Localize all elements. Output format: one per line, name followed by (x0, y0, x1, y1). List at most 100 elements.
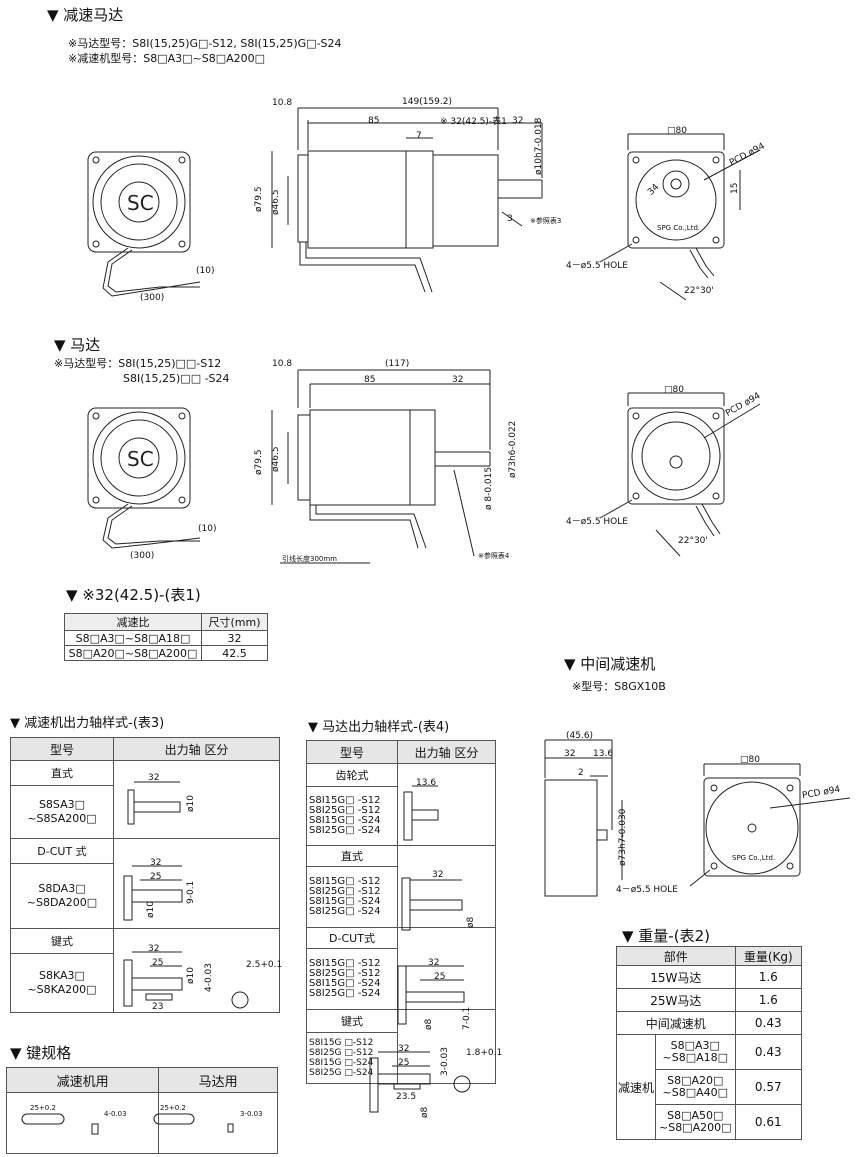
model: ~S8KA200□ (27, 983, 97, 996)
shaft-diagram-key-motor (397, 1009, 496, 1084)
t4-key-3: 3-0.03 (440, 1046, 450, 1076)
t4-dcut-25: 25 (434, 972, 446, 982)
t3-dcut-32: 32 (150, 858, 162, 868)
dim-angle: 22°30' (684, 286, 714, 296)
model: S8I25G□ -S24 (309, 988, 381, 999)
t3-key-4: 4-0.03 (204, 962, 214, 992)
model: S8I25G □-S12 (309, 1048, 374, 1058)
table3-models: S8KA3□~S8KA200□ (10, 953, 114, 1013)
section-title-intermediate: ▼ 中间减速机 (564, 655, 656, 673)
model: S8I15G□ -S12 (309, 795, 381, 806)
mid-dim-square: □80 (740, 755, 760, 765)
model: S8KA3□ (39, 969, 85, 982)
t3-key-2-5: 2.5+0.1 (246, 960, 283, 970)
shaft-diagram-dcut-motor (397, 927, 496, 1010)
dim-shaft-dia: ø10h7-0.018 (534, 117, 544, 175)
table-row: 键式 (306, 1009, 496, 1084)
brand-label: SPG Co.,Ltd. (657, 224, 701, 232)
motor-lead-10: (10) (198, 524, 217, 534)
motor-dim-shaft-2: ø73h6-0.022 (508, 420, 518, 478)
weight-part: 15W马达 (616, 965, 736, 989)
motor-dim-dia-79-5: ø79.5 (254, 449, 264, 475)
model: S8I15G□ -S24 (309, 896, 381, 907)
motor-dim-holes: 4－ø5.5 HOLE (566, 517, 628, 527)
mid-dim-pcd: PCD ø94 (801, 784, 842, 802)
t3-dim-10: ø10 (186, 795, 196, 812)
t4-dcut-7: 7-0.1 (462, 1006, 472, 1030)
key-spec-header: 减速机用 (5, 1067, 160, 1093)
t3-dim-32: 32 (148, 773, 160, 783)
weight-value: 1.6 (734, 965, 803, 989)
dim-lead-10: (10) (196, 266, 215, 276)
mid-dim-2: 2 (578, 768, 584, 778)
table-row: S8DA3□~S8DA200□ (10, 863, 280, 929)
table1-title: ▼ ※32(42.5)-(表1) (66, 586, 201, 604)
model: ~S8DA200□ (26, 896, 98, 909)
dim-lead-300: (300) (140, 293, 165, 303)
lead-length: 引线长度300mm (282, 555, 337, 563)
table1-cell: S8□A3□~S8□A18□ (64, 630, 202, 646)
mid-dim-holes: 4－ø5.5 HOLE (616, 885, 678, 895)
t3-key-10: ø10 (186, 967, 196, 984)
table3-header: 型号 (10, 737, 114, 761)
t4-key-32: 32 (398, 1044, 410, 1054)
t3-dcut-9: 9-0.1 (186, 880, 196, 904)
table4-type: 直式 (306, 845, 398, 867)
weight-value: 0.43 (734, 1034, 803, 1070)
t3-key-25: 25 (152, 958, 164, 968)
dim-square-80: □80 (667, 126, 687, 136)
dim-7: 7 (416, 131, 422, 141)
key-diagram-gearhead (5, 1092, 160, 1154)
weight-table: 部件 重量(Kg) 15W马达 1.6 25W马达 1.6 中间减速机 0.43… (616, 946, 803, 1140)
model: S8I15G□ -S24 (309, 978, 381, 989)
motor-dim-32: 32 (452, 375, 464, 385)
key-b-3: 3-0.03 (240, 1110, 263, 1118)
key-spec-title: ▼ 键规格 (10, 1044, 72, 1062)
motor-dim-angle: 22°30' (678, 536, 708, 546)
model: S8I25G□ -S24 (309, 906, 381, 917)
table-row: 25W马达 1.6 (616, 988, 803, 1012)
table-row: 键式 (10, 928, 280, 1013)
dim-dia-79-5: ø79.5 (254, 186, 264, 212)
table-row: S8SA3□~S8SA200□ (10, 785, 280, 839)
model: ~S8□A40□ (662, 1086, 729, 1099)
t4-key-25: 25 (398, 1058, 410, 1068)
model: S8□A3□ (670, 1039, 720, 1052)
table3-type: 直式 (10, 760, 114, 786)
section-title-motor: ▼ 马达 (54, 336, 101, 354)
table3-type: D-CUT 式 (10, 838, 114, 864)
model: S8I15G □-S24 (309, 1058, 374, 1068)
table1-cell: 42.5 (201, 645, 268, 661)
dim-85: 85 (368, 116, 380, 126)
mid-brand: SPG Co.,Ltd. (732, 854, 776, 862)
weight-part: S8□A20□~S8□A40□ (655, 1069, 736, 1105)
model: S8I25G □-S24 (309, 1068, 374, 1078)
shaft-diagram-straight-motor (397, 845, 496, 928)
key-spec-header: 马达用 (158, 1067, 278, 1093)
motor-lead-300: (300) (130, 551, 155, 561)
table3-header: 出力轴 区分 (113, 737, 280, 761)
key-a-25: 25+0.2 (30, 1104, 56, 1112)
motor-dim-85: 85 (364, 375, 376, 385)
model: S8I25G□ -S24 (309, 825, 381, 836)
model: ~S8□A200□ (659, 1121, 732, 1134)
model: S8SA3□ (38, 798, 86, 811)
weight-value: 0.57 (734, 1069, 803, 1105)
table-row: S8KA3□~S8KA200□ (10, 953, 280, 1013)
dim-3: 3 (507, 214, 513, 224)
t4-key-8: ø8 (420, 1106, 430, 1118)
dim-34: 34 (646, 182, 662, 198)
motor-dim-dia-46-5: ø46.5 (271, 446, 281, 472)
shaft-diagram-dcut (113, 838, 280, 929)
model: S8I25G□ -S12 (309, 886, 381, 897)
table4-header: 型号 (306, 740, 398, 764)
t3-key-23: 23 (152, 1002, 164, 1012)
mid-dim-45-6: (45.6) (566, 731, 594, 741)
t4-dcut-32: 32 (428, 958, 440, 968)
